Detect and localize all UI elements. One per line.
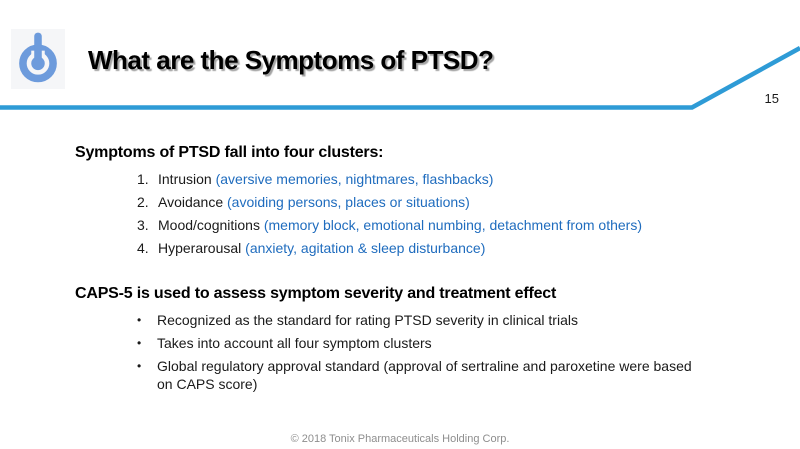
bullet-item: • Recognized as the standard for rating … (137, 311, 775, 329)
item-number: 1. (137, 171, 149, 187)
item-number: 3. (137, 217, 149, 233)
cluster-term: Avoidance (158, 194, 228, 210)
bullet-item: • Global regulatory approval standard (a… (137, 357, 775, 393)
cluster-detail: (aversive memories, nightmares, flashbac… (215, 171, 494, 187)
page-number: 15 (764, 91, 779, 106)
cluster-item-hyperarousal: 4. Hyperarousal (anxiety, agitation & sl… (137, 238, 775, 258)
item-number: 4. (137, 240, 149, 256)
clusters-heading: Symptoms of PTSD fall into four clusters… (75, 144, 384, 161)
cluster-list: 1. Intrusion (aversive memories, nightma… (137, 169, 775, 258)
copyright-footer: © 2018 Tonix Pharmaceuticals Holding Cor… (290, 433, 510, 445)
cluster-term: Mood/cognitions (158, 217, 264, 233)
caps5-bullet-list: • Recognized as the standard for rating … (137, 311, 775, 393)
bullet-icon: • (137, 359, 142, 373)
page-title: What are the Symptoms of PTSD? (88, 45, 494, 75)
bullet-text: Recognized as the standard for rating PT… (157, 312, 578, 328)
cluster-detail: (avoiding persons, places or situations) (227, 194, 470, 210)
item-text: Avoidance (avoiding persons, places or s… (158, 192, 470, 212)
power-icon (14, 30, 62, 89)
item-text: Hyperarousal (anxiety, agitation & sleep… (158, 238, 485, 258)
bullet-text: Takes into account all four symptom clus… (157, 335, 432, 351)
bullet-text: Global regulatory approval standard (app… (157, 358, 692, 392)
bullet-icon: • (137, 336, 142, 350)
item-text: Mood/cognitions (memory block, emotional… (158, 215, 642, 235)
bullet-item: • Takes into account all four symptom cl… (137, 334, 775, 352)
cluster-detail: (memory block, emotional numbing, detach… (263, 217, 643, 233)
cluster-item-mood-cognitions: 3. Mood/cognitions (memory block, emotio… (137, 215, 775, 235)
cluster-term: Intrusion (158, 171, 216, 187)
slide-content: Symptoms of PTSD fall into four clusters… (75, 144, 775, 398)
cluster-term: Hyperarousal (158, 240, 246, 256)
cluster-item-intrusion: 1. Intrusion (aversive memories, nightma… (137, 169, 775, 189)
bullet-icon: • (137, 313, 142, 327)
cluster-detail: (anxiety, agitation & sleep disturbance) (245, 240, 486, 256)
cluster-item-avoidance: 2. Avoidance (avoiding persons, places o… (137, 192, 775, 212)
item-number: 2. (137, 194, 149, 210)
caps5-heading: CAPS-5 is used to assess symptom severit… (75, 285, 557, 302)
company-logo (11, 29, 65, 89)
item-text: Intrusion (aversive memories, nightmares… (158, 169, 493, 189)
